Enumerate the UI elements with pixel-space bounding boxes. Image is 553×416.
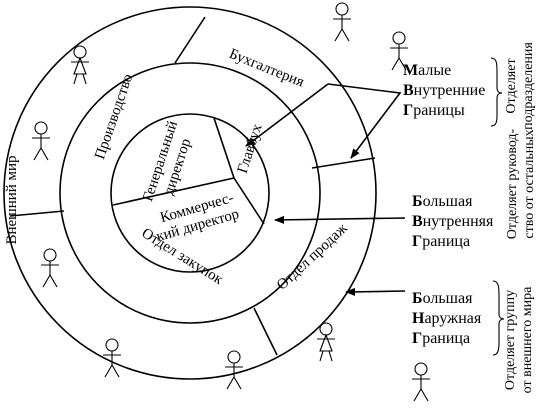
boundary-small-internal: Малые Внутренние Границы Отделяет подраз…: [403, 42, 536, 130]
department-production: Производство: [92, 72, 136, 162]
department-accounting: Бухгалтерия: [227, 46, 307, 91]
svg-text:Внутренняя: Внутренняя: [412, 213, 494, 230]
ring-divider-lower-right: [253, 307, 278, 356]
arrow-large-internal: [274, 215, 406, 224]
ring-divider-left: [9, 210, 65, 217]
boundary-large-external: Большая Наружная Граница Отделяет группу…: [412, 280, 535, 393]
outer-world-label: Внешний мир: [4, 155, 20, 244]
person-icon: [32, 121, 50, 161]
svg-text:ство от остальных: ство от остальных: [522, 129, 537, 238]
person-icon: [103, 338, 121, 378]
svg-text:Наружная: Наружная: [412, 310, 482, 327]
arrow-small-internal-to-ring: [327, 83, 402, 159]
person-female-icon: [71, 45, 89, 85]
arrow-small-internal-to-core: [245, 83, 329, 147]
department-sales: Отдел продаж: [274, 220, 351, 293]
person-icon: [390, 31, 408, 71]
person-icon: [333, 2, 351, 42]
core-divider-left: [112, 177, 235, 206]
core-divider-right: [233, 177, 265, 225]
svg-text:Граница: Граница: [412, 233, 470, 250]
ring-divider-right: [311, 157, 376, 169]
person-female-icon: [317, 322, 335, 362]
role-commercial-director: Коммерчес- кий директор: [155, 190, 241, 245]
svg-text:Отделяет группу: Отделяет группу: [503, 290, 518, 390]
role-general-director: Генеральный директор: [140, 119, 194, 203]
core-divider-upper: [213, 117, 235, 179]
svg-text:подразделения: подразделения: [521, 42, 536, 130]
inner-core-circle: [110, 113, 270, 273]
middle-ring-circle: [59, 62, 321, 324]
svg-text:Большая: Большая: [412, 290, 473, 307]
ring-divider-top: [174, 16, 206, 64]
svg-text:Отделяет: Отделяет: [504, 58, 519, 113]
boundary-large-internal: Большая Внутренняя Граница Отделяет руко…: [412, 128, 537, 250]
svg-text:Отделяет руковод-: Отделяет руковод-: [505, 128, 520, 239]
svg-text:Малые: Малые: [403, 62, 451, 79]
person-icon: [41, 248, 59, 288]
arrow-large-external: [345, 287, 406, 296]
svg-text:Большая: Большая: [412, 193, 473, 210]
svg-text:от внешнего мира: от внешнего мира: [520, 286, 535, 393]
person-icon: [412, 362, 430, 402]
svg-text:Границы: Границы: [403, 102, 465, 119]
svg-text:Граница: Граница: [412, 330, 470, 347]
outer-boundary-circle: [3, 6, 377, 380]
svg-text:Внутренние: Внутренние: [403, 82, 485, 99]
role-chief-accountant: Главбух: [235, 122, 266, 176]
person-icon: [225, 350, 243, 390]
